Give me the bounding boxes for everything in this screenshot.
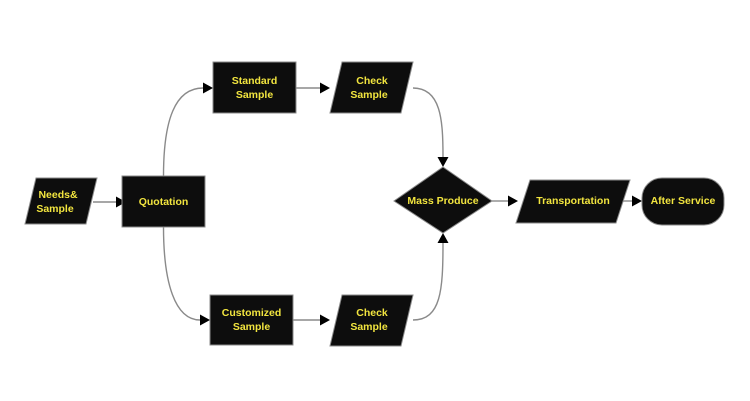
- node-after-service[interactable]: After Service: [641, 177, 725, 226]
- needs-sample-shape: [24, 177, 98, 225]
- edge-check-sample-bottom-to-mass-produce: [412, 233, 449, 321]
- check-sample-top-shape: [329, 61, 414, 114]
- check-sample-bottom-label-line1: Check: [356, 307, 388, 319]
- edge-mass-produce-to-transportation: [492, 195, 518, 207]
- node-transportation[interactable]: Transportation: [515, 179, 631, 224]
- node-check-sample-top[interactable]: Check Sample: [329, 61, 414, 114]
- quotation-label: Quotation: [139, 196, 189, 208]
- node-standard-sample[interactable]: Standard Sample: [212, 61, 297, 114]
- node-customized-sample[interactable]: Customized Sample: [209, 294, 294, 346]
- needs-sample-label-line2: Sample: [36, 203, 74, 215]
- customized-sample-shape: [209, 294, 294, 346]
- node-quotation[interactable]: Quotation: [121, 175, 206, 228]
- standard-sample-label-line1: Standard: [232, 75, 278, 87]
- check-sample-top-label-line1: Check: [356, 75, 388, 87]
- transportation-shape: [515, 179, 631, 224]
- edge-standard-sample-to-check-sample-top: [296, 82, 330, 94]
- edge-check-sample-top-to-mass-produce: [412, 87, 449, 167]
- after-service-label: After Service: [651, 195, 716, 207]
- check-sample-bottom-label-line2: Sample: [350, 321, 388, 333]
- transportation-label: Transportation: [536, 195, 610, 207]
- edge-needs-sample-to-quotation: [93, 196, 126, 208]
- edge-quotation-to-customized-sample: [162, 226, 210, 326]
- node-mass-produce[interactable]: Mass Produce: [393, 166, 493, 234]
- check-sample-bottom-shape: [329, 294, 414, 347]
- edge-quotation-to-standard-sample: [162, 82, 213, 177]
- customized-sample-label-line2: Sample: [233, 321, 271, 333]
- after-service-shape: [641, 177, 725, 226]
- mass-produce-shape: [393, 166, 493, 234]
- standard-sample-label-line2: Sample: [236, 89, 274, 101]
- quotation-shape: [121, 175, 206, 228]
- needs-sample-label-line1: Needs&: [38, 189, 78, 201]
- node-needs-sample[interactable]: Needs& Sample: [24, 177, 98, 225]
- customized-sample-label-line1: Customized: [222, 307, 282, 319]
- mass-produce-label: Mass Produce: [407, 195, 478, 207]
- standard-sample-shape: [212, 61, 297, 114]
- check-sample-top-label-line2: Sample: [350, 89, 388, 101]
- node-check-sample-bottom[interactable]: Check Sample: [329, 294, 414, 347]
- edge-customized-sample-to-check-sample-bottom: [293, 314, 330, 326]
